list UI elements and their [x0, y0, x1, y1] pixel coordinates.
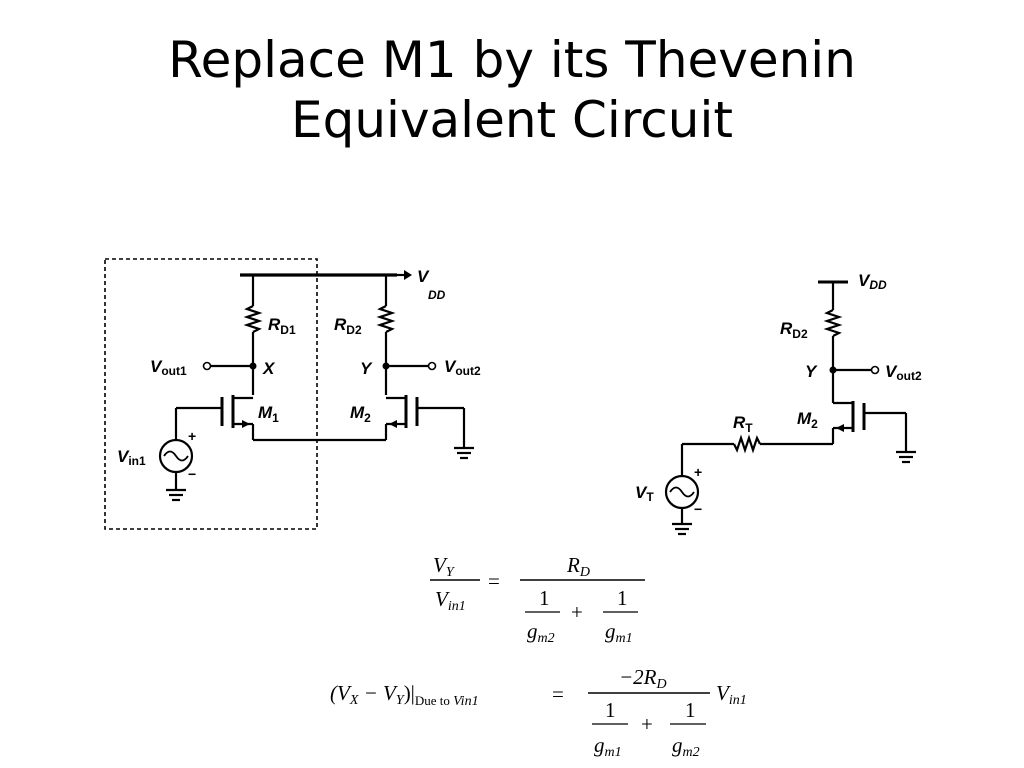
thevenin-dashed-box: [104, 258, 318, 530]
right-transistor-m2: [831, 401, 908, 452]
resistor-rt: [680, 434, 833, 476]
svg-text:=: =: [552, 682, 564, 706]
svg-text:1: 1: [539, 586, 550, 610]
right-resistor-rd2: [823, 309, 843, 403]
svg-text:VY: VY: [433, 553, 456, 580]
svg-text:+: +: [641, 712, 653, 736]
vdd-label-sub: DD: [428, 288, 446, 302]
svg-text:(VX − VY)|Due to Vin1: (VX − VY)|Due to Vin1: [330, 681, 479, 709]
right-circuit: VDD RD2 Vout2 Y M2: [635, 271, 922, 536]
m2-label: M2: [350, 403, 371, 425]
ground-icon: [166, 488, 186, 502]
right-vout2-label: Vout2: [885, 362, 922, 383]
right-m2-label: M2: [797, 409, 818, 431]
left-circuit: V DD RD1 RD2 Vout1 X Vout2 Y: [104, 258, 481, 530]
svg-text:−2RD: −2RD: [619, 665, 667, 692]
node-y-label: Y: [360, 359, 373, 378]
svg-text:gm2: gm2: [672, 733, 700, 760]
right-rd2-label: RD2: [780, 319, 808, 341]
vout1-terminal: [202, 361, 212, 371]
resistor-rd1: [243, 275, 263, 395]
svg-text:+: +: [571, 600, 583, 624]
rt-label: RT: [733, 413, 753, 435]
m1-label: M1: [258, 403, 279, 425]
vin1-minus: −: [188, 466, 196, 482]
vt-minus: −: [694, 501, 702, 517]
svg-text:gm1: gm1: [594, 733, 622, 760]
ground-icon: [672, 522, 692, 536]
svg-text:RD: RD: [566, 553, 590, 580]
vout2-terminal: [427, 361, 437, 371]
svg-text:1: 1: [617, 586, 628, 610]
vin1-plus: +: [188, 428, 196, 444]
svg-text:gm2: gm2: [527, 619, 555, 646]
svg-text:Vin1: Vin1: [716, 681, 747, 708]
equation-2: (VX − VY)|Due to Vin1 = −2RD Vin1 1 gm1 …: [330, 665, 747, 760]
voltage-source-vt: [664, 474, 700, 524]
ground-icon: [896, 450, 916, 464]
title-line-1: Replace M1 by its Thevenin: [168, 31, 856, 89]
right-vdd-label: VDD: [858, 271, 887, 292]
transistor-m1: [176, 395, 255, 440]
equation-1: VY Vin1 = RD 1 gm2 + 1 gm1: [430, 553, 645, 646]
voltage-source-vin1: [158, 408, 194, 490]
rd2-label: RD2: [334, 315, 362, 337]
vdd-rail: [240, 270, 412, 280]
vin1-label: Vin1: [117, 447, 146, 468]
vdd-label: V: [417, 267, 430, 286]
vt-plus: +: [694, 464, 702, 480]
slide-title: Replace M1 by its Thevenin Equivalent Ci…: [0, 30, 1024, 150]
ground-icon: [454, 446, 474, 460]
right-vout2-terminal: [870, 365, 880, 375]
vout1-label: Vout1: [150, 357, 187, 378]
svg-text:1: 1: [605, 698, 616, 722]
resistor-rd2: [376, 275, 396, 395]
rd1-label: RD1: [268, 315, 296, 337]
right-node-y-label: Y: [805, 362, 818, 381]
vt-label: VT: [635, 483, 654, 504]
svg-text:=: =: [488, 569, 500, 593]
transistor-m2: [384, 395, 466, 448]
title-line-2: Equivalent Circuit: [291, 91, 733, 149]
vout2-label: Vout2: [444, 357, 481, 378]
node-x-label: X: [262, 359, 276, 378]
svg-text:gm1: gm1: [605, 619, 633, 646]
svg-text:Vin1: Vin1: [435, 587, 466, 614]
svg-text:1: 1: [685, 698, 696, 722]
